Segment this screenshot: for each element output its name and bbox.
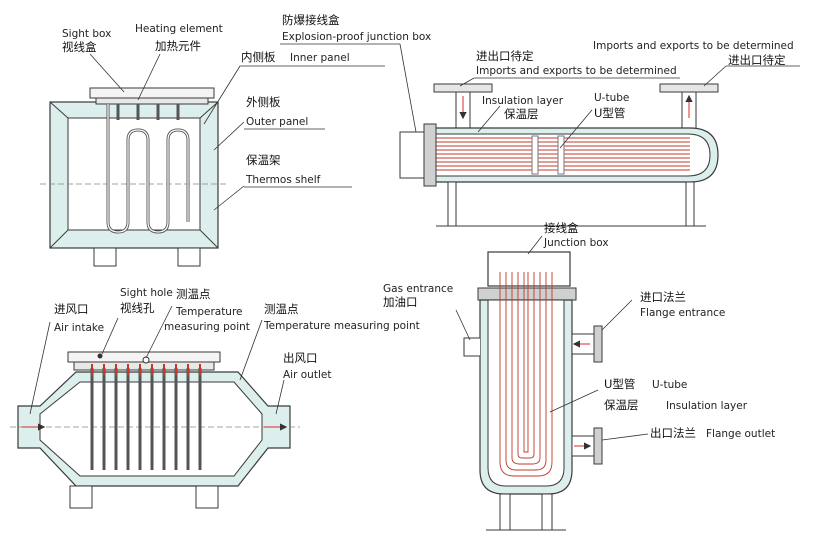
box-top-plate	[95, 97, 209, 105]
label-air-outlet-en: Air outlet	[283, 369, 331, 381]
vertical-shell-inner	[487, 299, 565, 487]
box-diag-2	[199, 101, 219, 119]
label-sight-box-zh: 视线盒	[62, 40, 97, 54]
duct-heating-rods-tips	[91, 364, 201, 376]
label-outer-panel-en: Outer panel	[246, 116, 308, 128]
label-junction-box-zh: 接线盒	[544, 221, 579, 235]
label-outer-panel-zh: 外侧板	[246, 95, 281, 109]
label-inner-panel-zh: 内侧板	[241, 50, 276, 64]
horizontal-leg-left	[447, 181, 457, 227]
label-flange-outlet-en: Flange outlet	[706, 428, 775, 440]
label-heating-element-en: Heating element	[135, 23, 223, 35]
horizontal-leaders	[280, 43, 800, 149]
duct-heating-rods	[90, 368, 202, 470]
label-temp-point-2-en: Temperature measuring point	[263, 320, 420, 332]
label-insulation-en: Insulation layer	[482, 95, 564, 107]
duct-leaders	[29, 305, 285, 415]
label-temp-point-1-en-line2: measuring point	[164, 321, 250, 333]
box-foot-left	[93, 247, 117, 267]
sight-hole-marker	[97, 353, 103, 359]
air-duct-heater: 进风口 Air intake Sight hole 视线孔 测温点 Temper…	[10, 287, 420, 509]
label-utube-vertical-zh: U型管	[604, 377, 635, 391]
label-insulation-vertical-en: Insulation layer	[666, 400, 748, 412]
vertical-heater: 接线盒 Junction box Gas entrance 加油口 进口法兰 F…	[383, 221, 775, 531]
label-thermos-shelf-en: Thermos shelf	[245, 174, 321, 186]
box-diag-1	[49, 101, 69, 119]
box-diag-4	[199, 229, 219, 249]
label-air-outlet-zh: 出风口	[283, 351, 318, 365]
label-utube-vertical-en: U-tube	[652, 379, 687, 391]
gas-entrance-pipe	[463, 337, 480, 357]
vertical-leg-left	[499, 493, 511, 531]
label-temp-point-2-zh: 测温点	[264, 302, 299, 316]
vertical-leg-right	[541, 493, 553, 531]
label-temp-point-1-zh: 测温点	[176, 287, 211, 301]
label-junction-box-en: Junction box	[543, 237, 609, 249]
label-flange-entrance-en: Flange entrance	[640, 307, 725, 319]
flange-outlet-plate	[593, 427, 603, 465]
vertical-leaders	[455, 235, 649, 441]
duct-foot-right	[195, 485, 219, 509]
box-leaders	[89, 53, 245, 211]
duct-foot-left	[69, 485, 93, 509]
port-left-flange	[433, 83, 493, 93]
box-top-flange	[89, 87, 215, 99]
label-heating-element-zh: 加热元件	[155, 39, 201, 53]
label-utube-en: U-tube	[594, 92, 629, 104]
vertical-u-tubes	[499, 272, 553, 477]
tube-support-1	[531, 135, 539, 175]
label-sight-box-en: Sight box	[62, 28, 111, 40]
label-port-left-en: Imports and exports to be determined	[476, 65, 677, 77]
label-air-intake-en: Air intake	[54, 322, 104, 334]
horizontal-heater: 防爆接线盒 Explosion-proof junction box 进出口待定…	[280, 13, 800, 227]
label-inner-panel-en: Inner panel	[290, 52, 350, 64]
horizontal-leg-right	[685, 181, 695, 227]
label-sight-hole-zh: 视线孔	[120, 301, 155, 315]
label-port-left-zh: 进出口待定	[476, 49, 534, 63]
tube-support-2	[557, 135, 565, 175]
vertical-top-flange	[477, 287, 577, 301]
horizontal-shell-inner	[435, 133, 711, 177]
label-flange-entrance-zh: 进口法兰	[640, 290, 686, 304]
label-explosion-junction-zh: 防爆接线盒	[282, 13, 340, 27]
port-right-flange	[659, 83, 719, 93]
vertical-junction-box	[487, 251, 571, 287]
box-diag-3	[49, 229, 69, 249]
label-gas-entrance-zh: 加油口	[383, 295, 418, 309]
box-inner-panel	[67, 117, 201, 231]
box-heating-elements-inner	[107, 104, 189, 233]
duct-top-plate	[73, 361, 215, 371]
label-temp-point-1-en-line1: Temperature	[175, 306, 243, 318]
label-explosion-junction-en: Explosion-proof junction box	[282, 31, 431, 43]
label-insulation-vertical-zh: 保温层	[604, 398, 639, 412]
box-heater: Sight box 视线盒 Heating element 加热元件 内侧板 I…	[40, 23, 385, 267]
horizontal-u-tubes	[420, 137, 690, 171]
label-port-right-en: Imports and exports to be determined	[593, 40, 794, 52]
box-foot-right	[177, 247, 201, 267]
label-utube-zh: U型管	[594, 106, 625, 120]
label-port-right-zh: 进出口待定	[728, 53, 786, 67]
label-air-intake-zh: 进风口	[54, 302, 89, 316]
label-flange-outlet-zh: 出口法兰	[650, 426, 696, 440]
label-gas-entrance-en: Gas entrance	[383, 283, 453, 295]
horizontal-end-flange	[423, 123, 437, 187]
label-sight-hole-en: Sight hole	[120, 287, 173, 299]
temp-point-marker	[142, 356, 150, 364]
label-insulation-zh: 保温层	[504, 107, 539, 121]
horizontal-junction-box	[399, 131, 425, 179]
flange-entrance-plate	[593, 325, 603, 363]
label-thermos-shelf-zh: 保温架	[246, 153, 281, 167]
